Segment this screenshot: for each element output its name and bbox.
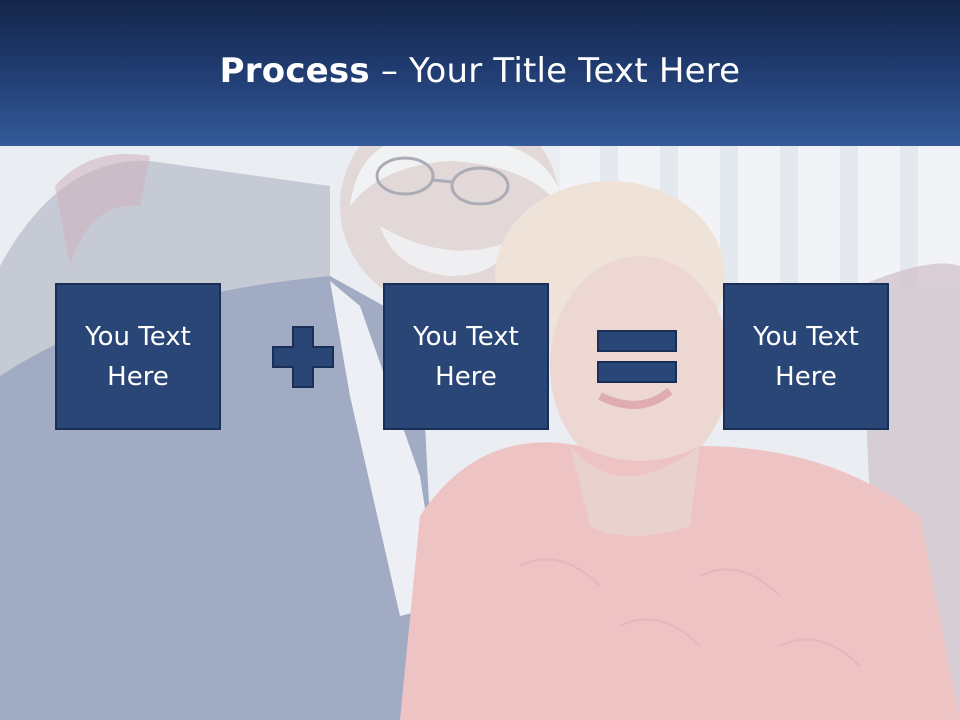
title-text: Your Title Text Here bbox=[409, 51, 741, 91]
background-photo bbox=[0, 146, 960, 720]
couple-photo-illustration bbox=[0, 146, 960, 720]
title-bold: Process bbox=[219, 51, 370, 91]
process-box-1[interactable]: You Text Here bbox=[55, 283, 221, 430]
title-bar: Process – Your Title Text Here bbox=[0, 0, 960, 146]
process-box-1-text: You Text Here bbox=[85, 321, 191, 392]
process-box-2-text: You Text Here bbox=[413, 321, 519, 392]
process-box-2[interactable]: You Text Here bbox=[383, 283, 549, 430]
process-box-3[interactable]: You Text Here bbox=[723, 283, 889, 430]
plus-icon bbox=[272, 326, 334, 388]
process-box-3-text: You Text Here bbox=[753, 321, 859, 392]
equals-icon bbox=[597, 330, 677, 383]
slide-title: Process – Your Title Text Here bbox=[220, 51, 741, 91]
title-separator: – bbox=[369, 51, 410, 91]
